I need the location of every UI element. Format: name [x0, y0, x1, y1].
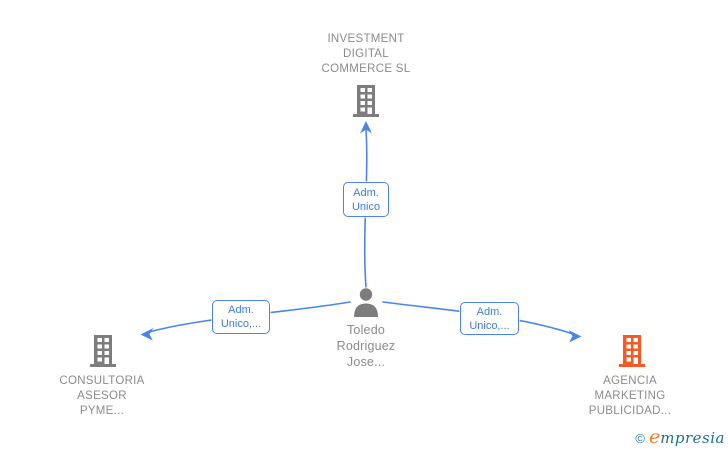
arrowhead-up-icon	[360, 121, 372, 134]
person-icon[interactable]	[350, 286, 382, 323]
building-icon[interactable]	[351, 85, 381, 122]
building-icon[interactable]	[617, 335, 647, 372]
node-label-company-right[interactable]: AGENCIA MARKETING PUBLICIDAD...	[588, 375, 672, 417]
arrowhead-right-icon	[568, 330, 582, 343]
empresia-logo[interactable]: © e mpresia	[635, 426, 725, 448]
building-icon[interactable]	[88, 335, 118, 372]
edge-label-adm-unico-top[interactable]: Adm. Unico	[343, 182, 389, 217]
edge-label-adm-unico-right[interactable]: Adm. Unico,...	[460, 302, 519, 335]
node-label-company-top[interactable]: INVESTMENT DIGITAL COMMERCE SL	[321, 33, 411, 75]
brand-text: mpresia	[660, 429, 725, 447]
edge-label-adm-unico-left[interactable]: Adm. Unico,...	[212, 300, 270, 334]
copyright-icon: ©	[635, 431, 645, 446]
brand-initial: e	[648, 426, 661, 448]
node-label-company-left[interactable]: CONSULTORIA ASESOR PYME...	[59, 375, 145, 417]
node-label-person[interactable]: Toledo Rodriguez Jose...	[336, 323, 396, 369]
arrowhead-left-icon	[140, 328, 154, 341]
